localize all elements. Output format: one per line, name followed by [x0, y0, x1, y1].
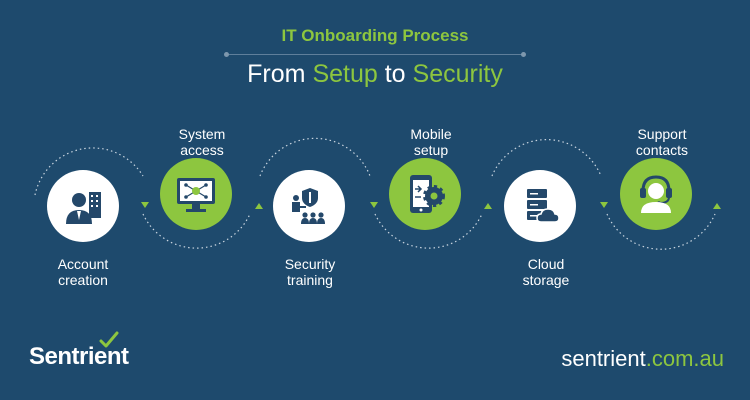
website-name: sentrient	[561, 346, 646, 371]
connector-arc-2	[142, 213, 251, 249]
connector-arrow-2	[255, 203, 263, 209]
title-setup: Setup	[312, 60, 378, 88]
step-system-access-label: System access	[147, 126, 257, 158]
presentation-shield-icon	[292, 188, 325, 224]
phone-gear-icon	[410, 175, 445, 213]
title-mid: to	[377, 60, 413, 88]
brand-logo: Sentrient	[29, 343, 129, 370]
header-divider	[224, 52, 526, 57]
connector-arc-4	[374, 213, 483, 249]
step-label-line1: Cloud	[527, 256, 565, 272]
step-label-line2: training	[287, 272, 333, 288]
step-label-line1: Mobile	[410, 126, 452, 142]
step-label-line1: System	[178, 126, 226, 142]
step-label-line2: storage	[522, 272, 570, 288]
step-system-access-node	[160, 158, 232, 230]
connector-arc-1	[34, 147, 144, 196]
connector-arc-3	[259, 137, 371, 177]
diagram-title: From Setup to Security	[0, 60, 750, 89]
connector-arrow-4	[484, 203, 492, 209]
connector-arrow-3	[370, 202, 378, 208]
step-account-creation-node	[47, 170, 119, 242]
step-label-line2: contacts	[635, 142, 689, 158]
step-label-line2: creation	[58, 272, 108, 288]
step-cloud-storage-node	[504, 170, 576, 242]
step-security-training-label: Security training	[255, 256, 365, 288]
step-support-contacts-label: Support contacts	[607, 126, 717, 158]
step-account-creation-label: Account creation	[28, 256, 138, 288]
headset-agent-icon	[640, 175, 672, 213]
diagram-supertitle: IT Onboarding Process	[281, 26, 469, 45]
connector-arc-5	[491, 139, 602, 177]
step-label-line2: access	[180, 142, 224, 158]
step-support-contacts-node	[620, 158, 692, 230]
step-label-line2: setup	[413, 142, 449, 158]
step-label-line1: Account	[57, 256, 109, 272]
connector-arc-6	[606, 213, 716, 250]
website-tld: .com.au	[645, 346, 724, 371]
step-label-line1: Security	[284, 256, 336, 272]
step-mobile-setup-label: Mobile setup	[376, 126, 486, 158]
checkmark-logo-icon	[99, 331, 119, 348]
website-url: sentrient.com.au	[561, 346, 724, 372]
server-cloud-icon	[527, 189, 560, 223]
connector-arrow-6	[713, 203, 721, 209]
step-mobile-setup-node	[389, 158, 461, 230]
step-cloud-storage-label: Cloud storage	[491, 256, 601, 288]
title-security: Security	[412, 60, 503, 88]
step-label-line1: Support	[637, 126, 687, 142]
step-security-training-node	[273, 170, 345, 242]
user-office-icon	[66, 192, 101, 224]
monitor-network-icon	[177, 178, 215, 212]
connector-arrow-5	[600, 202, 608, 208]
title-prefix: From	[247, 60, 313, 88]
connector-arrow-1	[141, 202, 149, 208]
